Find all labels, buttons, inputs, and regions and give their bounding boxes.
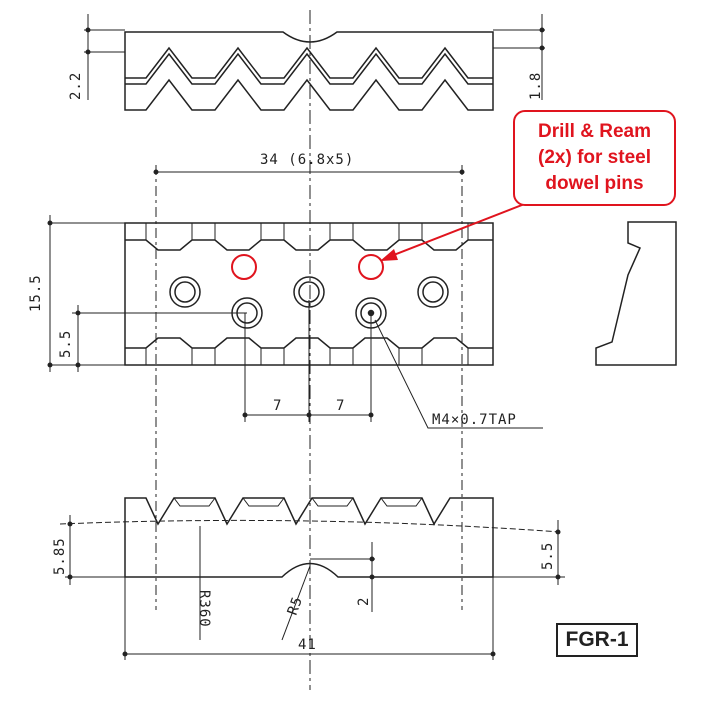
top-view-outline xyxy=(124,31,494,111)
bottom-view-dims xyxy=(65,515,565,660)
bottom-view-outline xyxy=(124,497,494,578)
note-line-3: dowel pins xyxy=(545,173,644,194)
front-view-dim-pitch-left-label: 7 xyxy=(273,398,282,414)
top-view-dim-right-label: 1.8 xyxy=(528,72,544,100)
bottom-view-tooth-tops xyxy=(173,497,423,507)
dowel-hole-right xyxy=(358,254,384,280)
top-view-dim-left-label: 2.2 xyxy=(68,72,84,100)
note-line-1: Drill & Ream xyxy=(538,121,651,142)
dowel-pin-holes xyxy=(231,254,384,280)
tap-callout-label: M4×0.7TAP xyxy=(432,412,517,428)
callout-arrow xyxy=(380,195,546,261)
overall-width-label: 41 xyxy=(298,637,317,653)
bottom-view-r360-arc xyxy=(59,519,561,533)
drill-ream-note: Drill & Ream (2x) for steel dowel pins xyxy=(513,110,676,206)
top-view-zigzag-upper xyxy=(125,46,493,79)
front-view-dim-offset-label: 5.5 xyxy=(58,330,74,358)
top-view-dim-right xyxy=(493,14,545,100)
front-view-holes-upper xyxy=(169,276,449,308)
top-view-dim-left xyxy=(84,14,125,100)
front-view xyxy=(124,222,494,366)
radius-small-label: R5 xyxy=(285,594,306,617)
top-view-zigzag-lower xyxy=(125,52,493,85)
front-view-dim-top-label: 34 (6.8x5) xyxy=(260,152,354,168)
bottom-view xyxy=(59,497,561,578)
bottom-view-dim-right-label: 5.5 xyxy=(540,542,556,570)
dowel-hole-left xyxy=(231,254,257,280)
radius-large-label: R360 xyxy=(196,590,212,628)
side-profile-view xyxy=(595,221,677,366)
front-view-dims xyxy=(47,165,543,610)
part-label: FGR-1 xyxy=(565,628,629,651)
part-label-box: FGR-1 xyxy=(556,623,638,657)
notch-depth-label: 2 xyxy=(356,597,372,606)
front-view-lower-band xyxy=(125,337,493,349)
front-view-upper-band xyxy=(125,239,493,251)
note-line-2: (2x) for steel xyxy=(538,147,651,168)
bottom-view-dim-left-label: 5.85 xyxy=(52,537,68,575)
top-view xyxy=(84,14,545,111)
front-view-dim-height-label: 15.5 xyxy=(28,274,44,312)
front-view-dim-pitch-right-label: 7 xyxy=(336,398,345,414)
